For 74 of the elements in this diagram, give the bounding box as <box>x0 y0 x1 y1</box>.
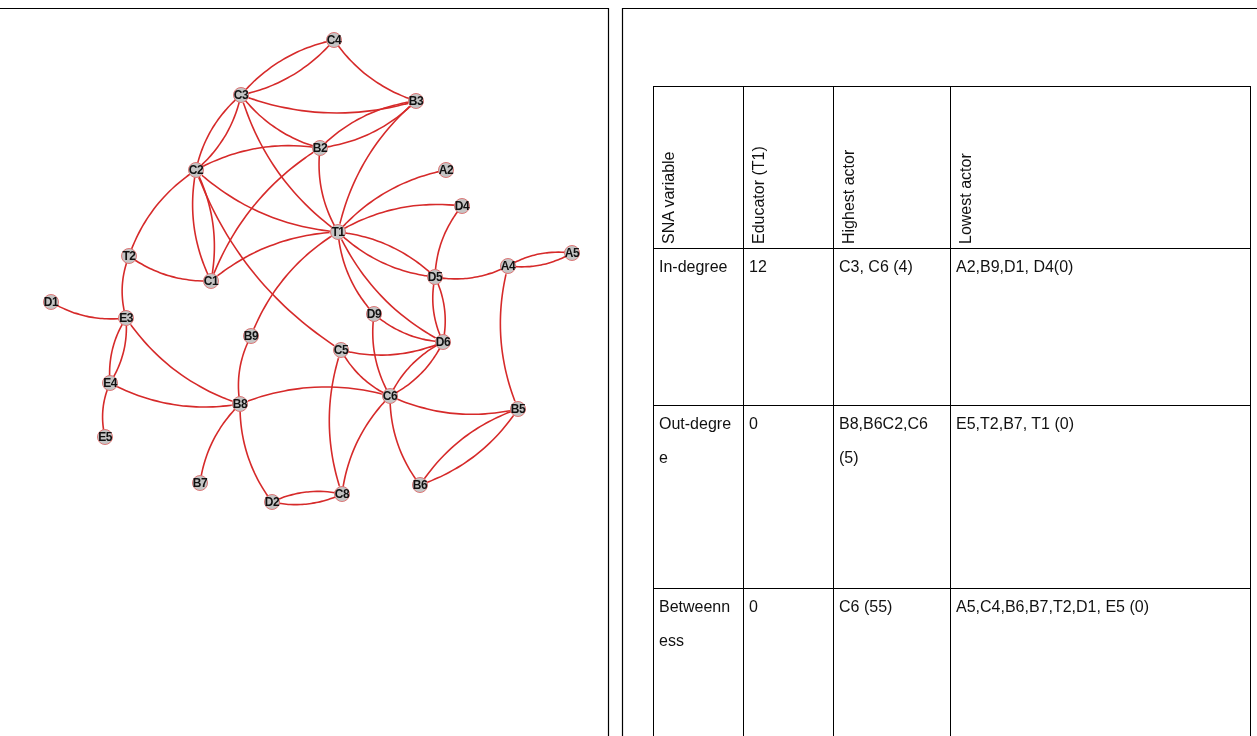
link-curve <box>340 238 437 340</box>
link-curve <box>198 175 216 275</box>
column-header: SNA variable <box>659 150 678 244</box>
actor-node: C3 <box>233 87 249 103</box>
table-cell-text: A5,C4,B6,B7,T2,D1, E5 (0) <box>956 597 1150 617</box>
link-curve <box>246 386 384 402</box>
actor-node: E5 <box>97 429 113 445</box>
link-curve <box>247 97 410 114</box>
actor-node: B2 <box>312 140 328 156</box>
actor-node: D6 <box>435 334 451 350</box>
row-header: Out-degree <box>659 414 733 468</box>
link-curve <box>396 398 512 416</box>
link-curve <box>338 105 411 225</box>
link-curve <box>239 409 269 498</box>
link-curve <box>328 356 341 488</box>
actor-node: C1 <box>203 273 219 289</box>
actor-node: B6 <box>412 477 428 493</box>
link-curve <box>337 44 411 100</box>
row-header: Betweenness <box>659 597 732 651</box>
table-cell-text: 12 <box>749 257 768 277</box>
link-curve <box>191 176 209 276</box>
actor-node: A4 <box>500 258 516 274</box>
link-curve <box>242 101 333 229</box>
column-header: Educator (T1) <box>749 145 768 244</box>
actor-node: A2 <box>438 162 454 178</box>
table-cell-text: 0 <box>749 597 759 617</box>
link-curve <box>200 407 237 478</box>
link-curve <box>129 323 234 403</box>
column-header: Highest actor <box>839 148 858 244</box>
link-curve <box>343 203 456 230</box>
table-cell-text: A2,B9,D1, D4(0) <box>956 257 1075 277</box>
actor-node: B9 <box>243 328 259 344</box>
link-curve <box>130 173 192 251</box>
link-curve <box>115 385 234 408</box>
table-cell-text: C6 (55) <box>839 597 894 617</box>
actor-node: D9 <box>366 306 382 322</box>
link-curve <box>201 174 331 233</box>
link-curve <box>216 231 332 277</box>
link-curve <box>253 235 333 330</box>
actor-node: D2 <box>264 494 280 510</box>
actor-node: E3 <box>118 310 134 326</box>
link-curve <box>342 400 387 488</box>
link-curve <box>499 272 516 403</box>
actor-node: D1 <box>43 294 59 310</box>
actor-node: C2 <box>188 162 204 178</box>
table-cell-text: B8,B6C2,C6 (5) <box>839 414 929 468</box>
actor-node: E4 <box>102 375 118 391</box>
link-curve <box>337 237 371 311</box>
actor-node: C6 <box>382 388 398 404</box>
row-header: In-degree <box>659 257 729 277</box>
link-curve <box>197 176 336 347</box>
link-curve <box>244 99 315 148</box>
link-curve <box>346 343 438 356</box>
actor-node: B7 <box>192 475 208 491</box>
actor-node: C4 <box>326 32 342 48</box>
table-cell-text: C3, C6 (4) <box>839 257 914 277</box>
link-curve <box>213 151 314 275</box>
column-header: Lowest actor <box>956 152 975 244</box>
actor-node: T1 <box>330 224 346 240</box>
link-curve <box>389 401 418 481</box>
actor-node: A5 <box>564 245 580 261</box>
actor-node: D4 <box>454 198 470 214</box>
actor-node: T2 <box>121 248 137 264</box>
table-cell-text: 0 <box>749 414 759 434</box>
table-cell-text: E5,T2,B7, T1 (0) <box>956 414 1075 434</box>
link-curve <box>342 170 440 228</box>
link-curve <box>318 153 336 228</box>
link-curve <box>201 144 314 168</box>
actor-node: B5 <box>510 401 526 417</box>
actor-node: B3 <box>408 93 424 109</box>
actor-node: C8 <box>334 486 350 502</box>
actor-node: D5 <box>427 269 443 285</box>
actor-node: C5 <box>333 342 349 358</box>
actor-node: B8 <box>232 396 248 412</box>
